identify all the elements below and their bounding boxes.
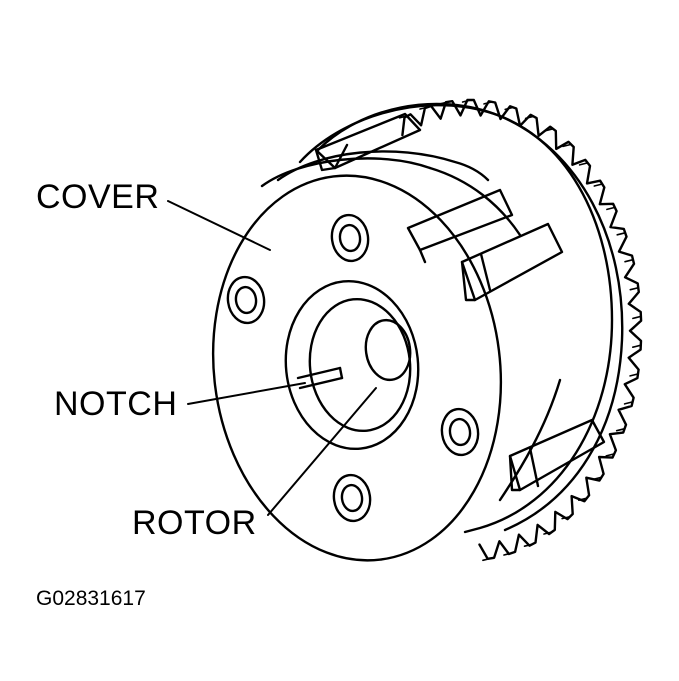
- cover-bolt-top: [330, 213, 370, 263]
- sprocket-tooth-face: [615, 427, 626, 432]
- label-cover: COVER: [36, 178, 160, 216]
- sprocket-tooth-face: [629, 373, 639, 377]
- sprocket-tooth-face: [632, 315, 642, 320]
- sprocket-tooth-face: [592, 476, 603, 481]
- sprocket-tooth-face: [561, 515, 571, 520]
- sprocket-tooth-face: [605, 453, 616, 457]
- sprocket-tooth-face: [578, 162, 589, 166]
- sprocket-tooth-face: [623, 401, 634, 405]
- sprocket-tooth-face: [562, 143, 572, 148]
- sprocket-tooth-face: [543, 531, 553, 535]
- cover-bolt-left: [226, 275, 266, 325]
- label-rotor: ROTOR: [132, 504, 257, 542]
- housing-body: [298, 104, 614, 534]
- cover-bolt-right: [440, 407, 480, 457]
- sprocket-tooth-face: [624, 258, 634, 263]
- camshaft-sprocket-teeth: [398, 98, 643, 562]
- sprocket-tooth-face: [503, 552, 513, 556]
- cover-side-top: [276, 150, 490, 182]
- sprocket-tooth-face: [419, 106, 429, 110]
- sprocket-tooth-face: [482, 557, 492, 562]
- housing-lug-middle: [406, 188, 564, 302]
- sprocket-tooth-face: [616, 232, 627, 236]
- notch: [296, 366, 344, 390]
- housing-lug-upper: [314, 112, 422, 172]
- sprocket-tooth-profile: [401, 98, 643, 560]
- leader-notch: [187, 382, 306, 405]
- sprocket-tooth-face: [544, 128, 554, 132]
- rotor-hub: [364, 318, 412, 382]
- sprocket-tooth-face: [461, 99, 472, 103]
- sprocket-tooth-face: [577, 497, 588, 502]
- cover-face: [211, 174, 503, 562]
- housing-rear-ring: [316, 102, 624, 532]
- sprocket-tooth-face: [483, 101, 493, 105]
- figure-id: G02831617: [36, 587, 146, 610]
- housing-side-upper: [428, 166, 522, 237]
- rotor-bore-outer: [284, 279, 420, 451]
- leader-cover: [167, 200, 271, 251]
- sprocket-tooth-face: [631, 344, 642, 349]
- cover-bolt-bottom: [332, 473, 372, 523]
- label-notch: NOTCH: [54, 385, 178, 423]
- housing-side-lower: [498, 378, 562, 502]
- sprocket-tooth-face: [504, 106, 515, 111]
- sprocket-tooth-face: [524, 115, 535, 120]
- housing-lug-lower: [508, 418, 606, 492]
- sprocket-tooth-face: [606, 206, 616, 211]
- sprocket-tooth-face: [593, 183, 604, 187]
- leader-rotor: [267, 387, 377, 516]
- rotor-bore-inner: [308, 297, 412, 433]
- sprocket-tooth-face: [523, 543, 534, 548]
- cover-side-edge: [260, 157, 432, 188]
- sprocket-tooth-face: [629, 286, 640, 291]
